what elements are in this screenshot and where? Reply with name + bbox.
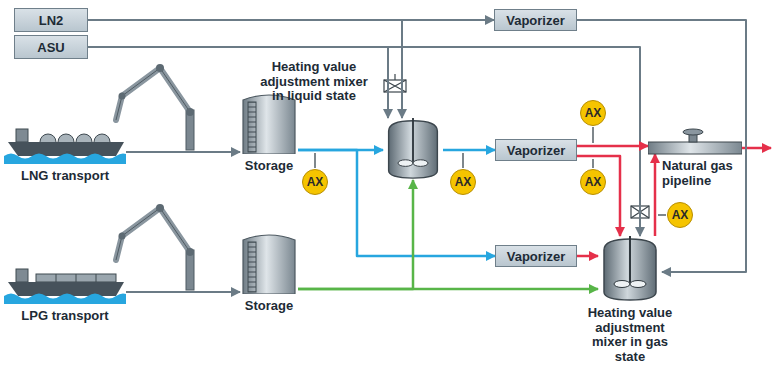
node-label: Vaporizer bbox=[503, 249, 570, 264]
drawing-part bbox=[116, 208, 190, 260]
drawing-part bbox=[614, 281, 630, 288]
mixer-vessel: Heating value adjustment mixer in gas st… bbox=[598, 236, 662, 302]
drawing-part bbox=[648, 142, 742, 154]
source-box: ASU bbox=[14, 35, 88, 59]
drawing-part bbox=[156, 64, 164, 72]
analyzer-label: AX bbox=[585, 175, 602, 190]
ship-shape bbox=[4, 258, 126, 304]
drawing-part bbox=[116, 68, 190, 120]
drawing-part bbox=[314, 153, 316, 168]
storage-tank-shape bbox=[240, 230, 298, 294]
mixer-vessel-shape bbox=[383, 118, 443, 180]
node-label: Storage bbox=[240, 298, 298, 313]
node-label: Natural gas pipeline bbox=[648, 158, 742, 188]
drawing-part bbox=[658, 214, 666, 216]
node-label: Heating value adjustment mixer in gas st… bbox=[580, 306, 680, 364]
flow-line bbox=[88, 47, 388, 118]
drawing-part bbox=[119, 233, 126, 240]
drawing-part bbox=[413, 160, 428, 167]
flow-line bbox=[298, 180, 413, 289]
drawing-part bbox=[4, 294, 126, 305]
vaporizer-box: Vaporizer bbox=[494, 9, 577, 31]
node-label: Heating value adjustment mixer in liquid… bbox=[253, 60, 375, 104]
analyzer-circle: AX bbox=[302, 169, 328, 195]
node-label: LNG transport bbox=[4, 168, 126, 183]
source-box: LN2 bbox=[14, 8, 88, 32]
drawing-part bbox=[116, 68, 190, 120]
drawing-part bbox=[462, 153, 464, 168]
drawing-part bbox=[683, 129, 703, 135]
analyzer-circle: AX bbox=[450, 169, 476, 195]
drawing-part bbox=[36, 274, 116, 282]
flow-line bbox=[654, 154, 657, 236]
ship: LPG transport bbox=[4, 258, 126, 324]
flow-line bbox=[577, 20, 746, 272]
storage-tank: Storage bbox=[240, 230, 298, 314]
drawing-part bbox=[243, 235, 295, 294]
flow-line bbox=[126, 291, 240, 293]
drawing-part bbox=[592, 127, 594, 143]
flow-line bbox=[126, 151, 240, 153]
vaporizer-box: Vaporizer bbox=[495, 139, 577, 161]
analyzer-label: AX bbox=[307, 175, 324, 190]
drawing-part bbox=[243, 95, 295, 154]
analyzer-circle: AX bbox=[580, 100, 606, 126]
analyzer-circle: AX bbox=[667, 202, 693, 228]
flow-line bbox=[577, 156, 620, 236]
drawing-part bbox=[186, 108, 194, 116]
ship: LNG transport bbox=[4, 118, 126, 184]
drawing-part bbox=[119, 93, 126, 100]
flow-line bbox=[88, 47, 640, 236]
flow-line bbox=[443, 149, 495, 152]
analyzer-label: AX bbox=[585, 106, 602, 121]
node-label: LPG transport bbox=[4, 308, 126, 323]
drawing-part bbox=[16, 269, 28, 282]
loading-arm bbox=[116, 64, 194, 150]
drawing-part bbox=[592, 159, 594, 168]
analyzer-circle: AX bbox=[580, 169, 606, 195]
analyzer-label: AX bbox=[672, 208, 689, 223]
drawing-part bbox=[56, 274, 96, 282]
node-label: Vaporizer bbox=[502, 13, 569, 28]
drawing-part bbox=[4, 154, 126, 165]
drawing-part bbox=[412, 118, 414, 163]
pipeline-shape bbox=[648, 128, 742, 158]
node-label: Vaporizer bbox=[503, 143, 570, 158]
drawing-part bbox=[186, 248, 194, 256]
analyzer-label: AX bbox=[455, 175, 472, 190]
drawing-part bbox=[116, 208, 190, 260]
drawing-part bbox=[629, 236, 631, 284]
node-label: ASU bbox=[33, 40, 68, 55]
ship-shape bbox=[4, 118, 126, 164]
drawing-part bbox=[248, 102, 256, 152]
drawing-part bbox=[248, 242, 256, 292]
flow-line bbox=[577, 255, 598, 258]
drawing-part bbox=[398, 160, 413, 167]
flow-line bbox=[298, 288, 598, 291]
analyzer-leader bbox=[315, 127, 666, 215]
drawing-part bbox=[630, 281, 646, 288]
mixer-vessel: Heating value adjustment mixer in liquid… bbox=[383, 118, 443, 180]
mixer-vessel-shape bbox=[598, 236, 662, 302]
node-label: LN2 bbox=[35, 13, 68, 28]
loading-arm bbox=[116, 204, 194, 290]
vaporizer-box: Vaporizer bbox=[495, 245, 577, 267]
node-label: Storage bbox=[240, 158, 298, 173]
drawing-part bbox=[16, 129, 28, 142]
pipeline: Natural gas pipeline bbox=[648, 128, 742, 194]
flow-line bbox=[577, 145, 648, 148]
drawing-part bbox=[156, 204, 164, 212]
